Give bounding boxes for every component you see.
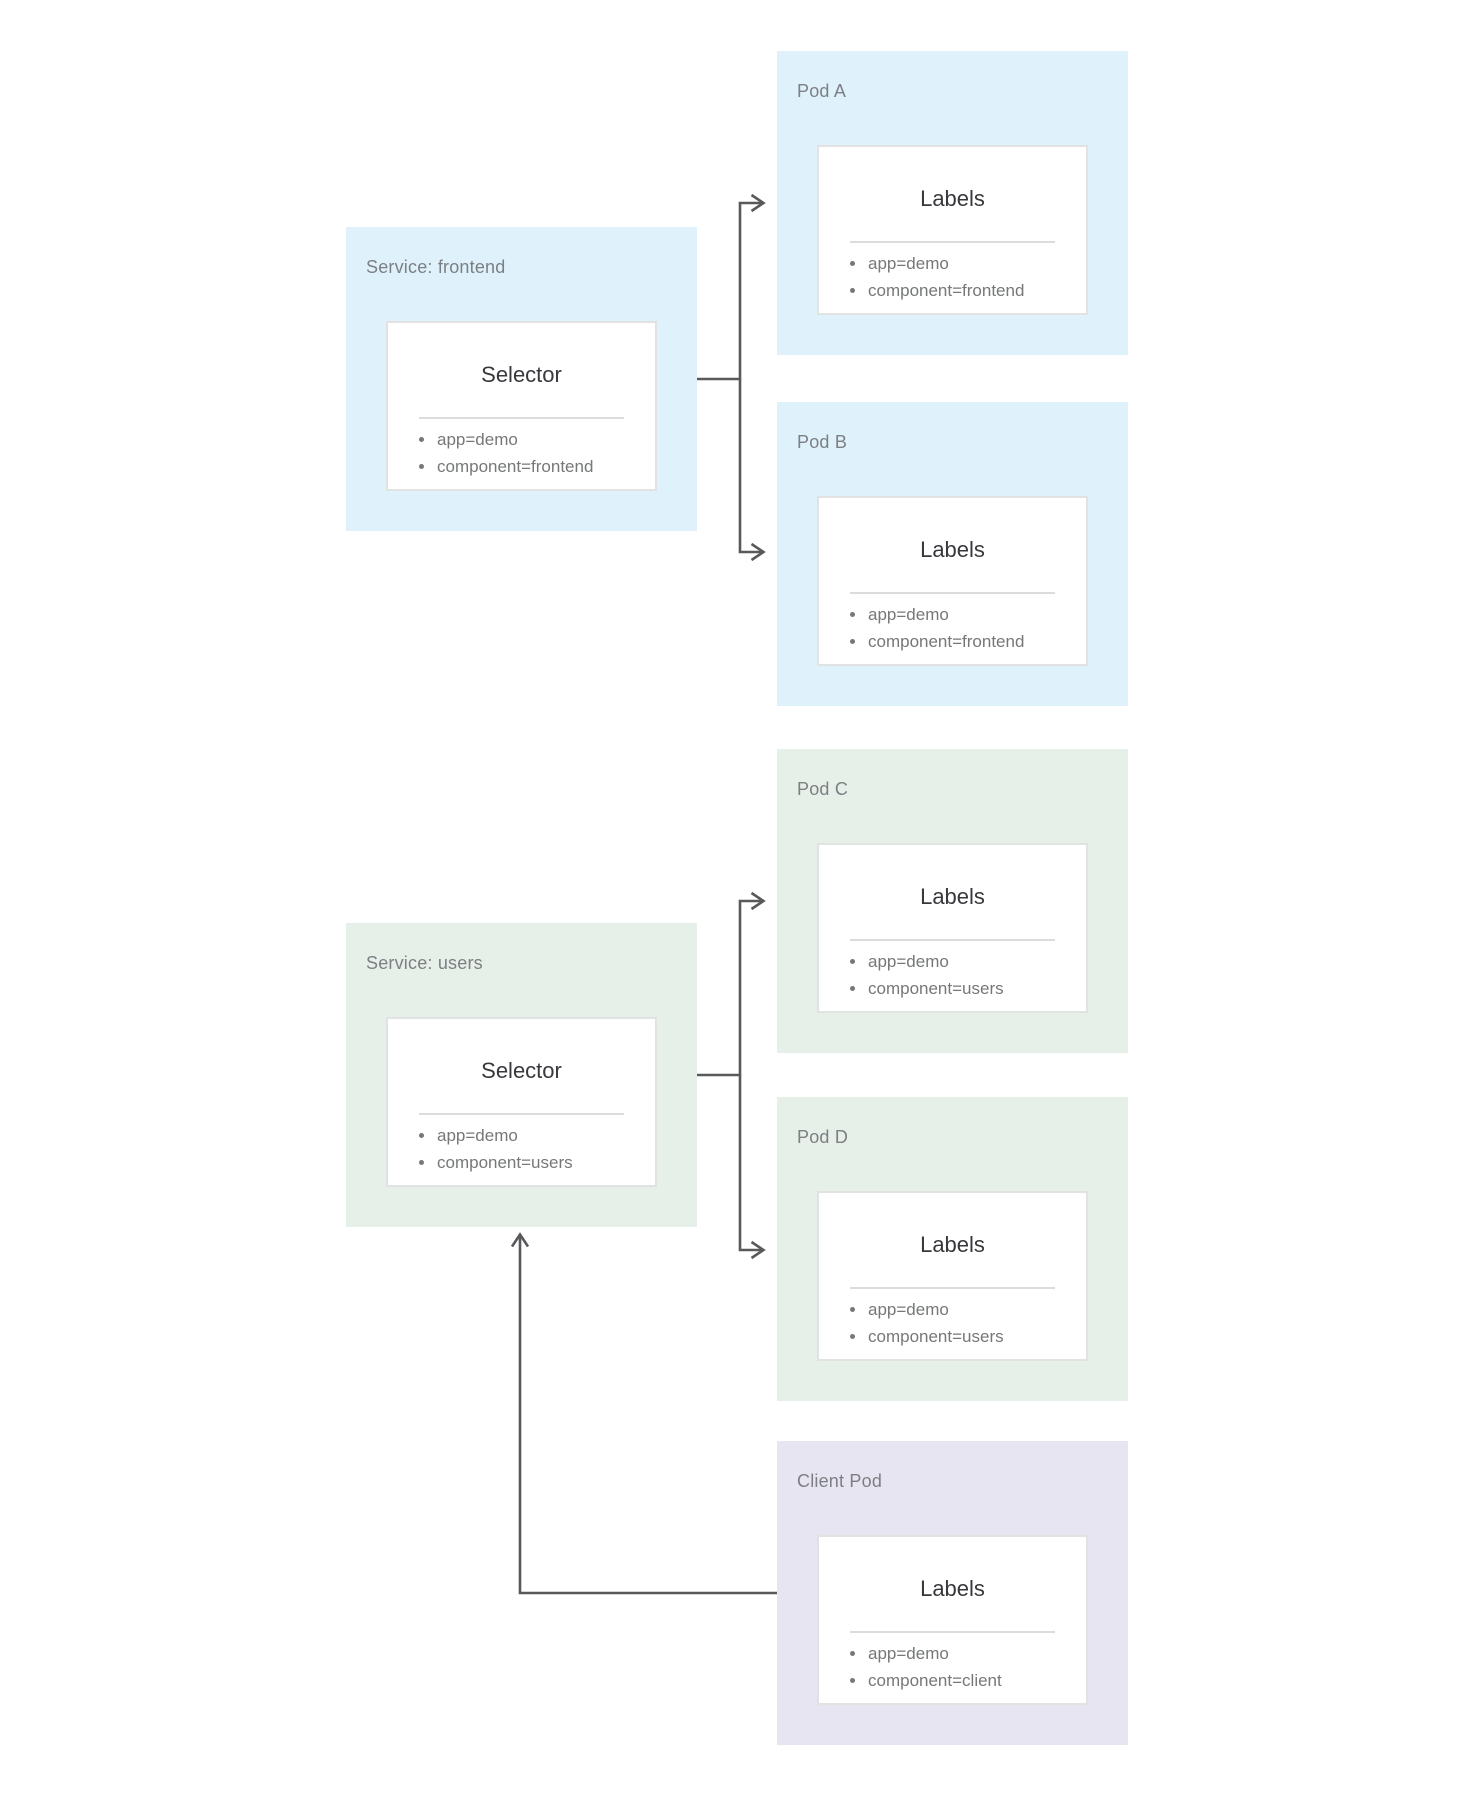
labels-card: Labels app=demo component=users [817, 1191, 1088, 1361]
labels-card: Labels app=demo component=client [817, 1535, 1088, 1705]
label-list: app=demo component=client [819, 1640, 1078, 1694]
selector-item: app=demo [436, 1122, 647, 1149]
card-divider [850, 241, 1055, 243]
label-item: app=demo [867, 1640, 1078, 1667]
card-divider [850, 1287, 1055, 1289]
card-title: Labels [920, 537, 985, 562]
arrow-client-to-service-users [518, 1237, 777, 1595]
label-item: component=frontend [867, 277, 1078, 304]
arrowhead-pod-c [750, 891, 766, 911]
selector-list: app=demo component=frontend [388, 426, 647, 480]
label-item: app=demo [867, 601, 1078, 628]
group-title: Pod A [797, 81, 847, 101]
card-title: Labels [920, 186, 985, 211]
label-item: component=client [867, 1667, 1078, 1694]
arrowhead-pod-d [750, 1240, 766, 1260]
arrowhead-service-users [510, 1232, 530, 1248]
arrowhead-pod-b [750, 542, 766, 562]
label-list: app=demo component=users [819, 1296, 1078, 1350]
label-list: app=demo component=frontend [819, 250, 1078, 304]
card-divider [419, 1113, 624, 1115]
group-pod-d: Pod D Labels app=demo component=users [777, 1097, 1128, 1401]
card-title: Selector [481, 1058, 562, 1083]
selector-item: app=demo [436, 426, 647, 453]
card-divider [850, 592, 1055, 594]
label-list: app=demo component=frontend [819, 601, 1078, 655]
label-item: component=frontend [867, 628, 1078, 655]
group-title: Pod B [797, 432, 848, 452]
selector-card: Selector app=demo component=users [386, 1017, 657, 1187]
group-title: Pod D [797, 1127, 849, 1147]
selector-item: component=frontend [436, 453, 647, 480]
group-client-pod: Client Pod Labels app=demo component=cli… [777, 1441, 1128, 1745]
arrow-frontend-to-pod-b [738, 379, 762, 554]
group-title: Client Pod [797, 1471, 883, 1491]
selector-item: component=users [436, 1149, 647, 1176]
label-item: component=users [867, 1323, 1078, 1350]
label-item: component=users [867, 975, 1078, 1002]
selector-card: Selector app=demo component=frontend [386, 321, 657, 491]
group-pod-a: Pod A Labels app=demo component=frontend [777, 51, 1128, 355]
labels-card: Labels app=demo component=users [817, 843, 1088, 1013]
card-divider [850, 939, 1055, 941]
labels-card: Labels app=demo component=frontend [817, 145, 1088, 315]
label-item: app=demo [867, 1296, 1078, 1323]
arrow-users-to-pod-c [697, 899, 762, 1077]
card-title: Labels [920, 884, 985, 909]
group-pod-c: Pod C Labels app=demo component=users [777, 749, 1128, 1053]
group-pod-b: Pod B Labels app=demo component=frontend [777, 402, 1128, 706]
card-title: Labels [920, 1232, 985, 1257]
arrow-users-to-pod-d [738, 1075, 762, 1252]
group-title: Pod C [797, 779, 849, 799]
group-service-users: Service: users Selector app=demo compone… [346, 923, 697, 1227]
label-item: app=demo [867, 948, 1078, 975]
card-divider [850, 1631, 1055, 1633]
group-service-frontend: Service: frontend Selector app=demo comp… [346, 227, 697, 531]
group-title: Service: users [366, 953, 483, 973]
group-title: Service: frontend [366, 257, 506, 277]
label-item: app=demo [867, 250, 1078, 277]
card-divider [419, 417, 624, 419]
arrow-frontend-to-pod-a [697, 201, 762, 381]
arrowhead-pod-a [750, 193, 766, 213]
label-list: app=demo component=users [819, 948, 1078, 1002]
labels-card: Labels app=demo component=frontend [817, 496, 1088, 666]
card-title: Selector [481, 362, 562, 387]
card-title: Labels [920, 1576, 985, 1601]
selector-list: app=demo component=users [388, 1122, 647, 1176]
